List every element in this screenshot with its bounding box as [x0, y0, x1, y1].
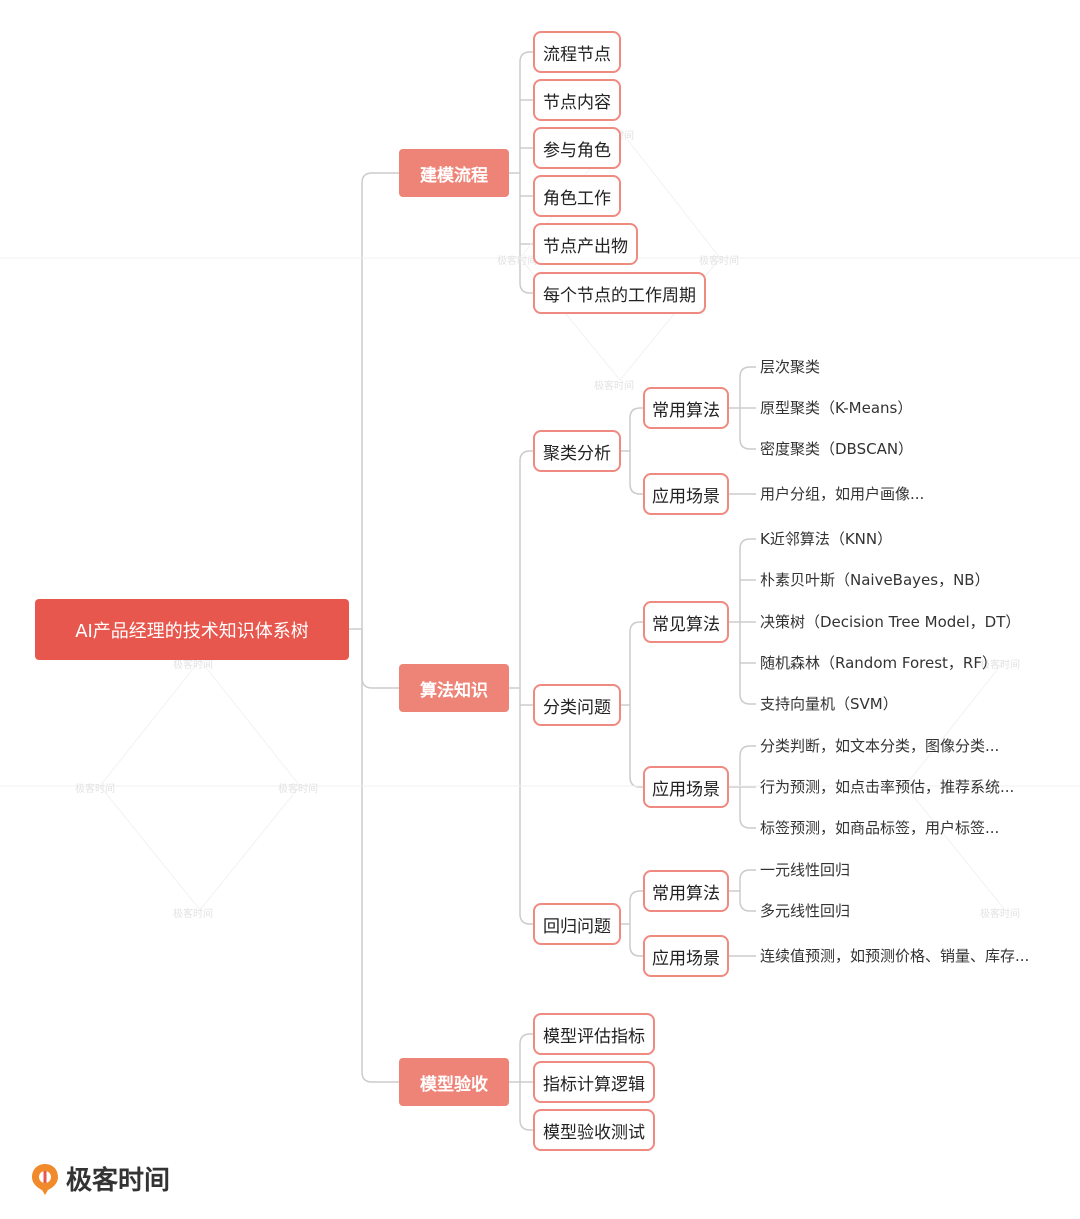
root-node[interactable]: AI产品经理的技术知识体系树: [35, 599, 349, 660]
watermark-text: 极客时间: [173, 660, 213, 671]
watermark-text: 极客时间: [980, 660, 1020, 671]
branch-algorithm[interactable]: 算法知识: [399, 664, 509, 712]
leaf-item: 决策树（Decision Tree Model，DT）: [760, 613, 1021, 631]
leaf-item: 随机森林（Random Forest，RF）: [760, 654, 997, 672]
modeling-item[interactable]: 每个节点的工作周期: [533, 272, 706, 314]
leaf-item: 一元线性回归: [760, 861, 851, 879]
leaf-item: 原型聚类（K-Means）: [760, 399, 913, 417]
watermark-text: 极客时间: [278, 784, 318, 795]
leaf-item: 层次聚类: [760, 358, 821, 376]
algorithm-classification[interactable]: 分类问题: [533, 684, 621, 726]
clustering-applications[interactable]: 应用场景: [643, 473, 729, 515]
modeling-item[interactable]: 节点产出物: [533, 223, 638, 265]
watermark-text: 极客时间: [173, 909, 213, 920]
branch-modeling[interactable]: 建模流程: [399, 149, 509, 197]
watermark-text: 极客时间: [594, 381, 634, 392]
modeling-item[interactable]: 节点内容: [533, 79, 621, 121]
leaf-item: 多元线性回归: [760, 902, 851, 920]
leaf-item: 标签预测，如商品标签，用户标签...: [760, 819, 1000, 837]
regression-common-algorithms[interactable]: 常用算法: [643, 870, 729, 912]
geektime-logo-icon: [32, 1163, 58, 1195]
classification-applications[interactable]: 应用场景: [643, 766, 729, 808]
leaf-item: 密度聚类（DBSCAN）: [760, 440, 914, 458]
algorithm-regression[interactable]: 回归问题: [533, 903, 621, 945]
leaf-item: 朴素贝叶斯（NaiveBayes，NB）: [760, 571, 990, 589]
watermark-text: 极客时间: [980, 909, 1020, 920]
brand-logo: 极客时间: [30, 1160, 170, 1197]
leaf-item: K近邻算法（KNN）: [760, 530, 893, 548]
modeling-item[interactable]: 角色工作: [533, 175, 621, 217]
regression-applications[interactable]: 应用场景: [643, 935, 729, 977]
validation-item[interactable]: 指标计算逻辑: [533, 1061, 655, 1103]
watermark-text: 极客时间: [497, 256, 537, 267]
leaf-item: 连续值预测，如预测价格、销量、库存...: [760, 947, 1030, 965]
validation-item[interactable]: 模型验收测试: [533, 1109, 655, 1151]
modeling-item[interactable]: 流程节点: [533, 31, 621, 73]
logo-text: 极客时间: [66, 1166, 171, 1196]
clustering-common-algorithms[interactable]: 常用算法: [643, 387, 729, 429]
modeling-item[interactable]: 参与角色: [533, 127, 621, 169]
validation-item[interactable]: 模型评估指标: [533, 1013, 655, 1055]
algorithm-clustering[interactable]: 聚类分析: [533, 430, 621, 472]
leaf-item: 用户分组，如用户画像...: [760, 485, 925, 503]
leaf-item: 分类判断，如文本分类，图像分类...: [760, 737, 1000, 755]
watermark-text: 极客时间: [75, 784, 115, 795]
branch-validation[interactable]: 模型验收: [399, 1058, 509, 1106]
classification-common-algorithms[interactable]: 常见算法: [643, 601, 729, 643]
leaf-item: 行为预测，如点击率预估，推荐系统...: [760, 778, 1015, 796]
watermark-text: 极客时间: [699, 256, 739, 267]
leaf-item: 支持向量机（SVM）: [760, 695, 898, 713]
